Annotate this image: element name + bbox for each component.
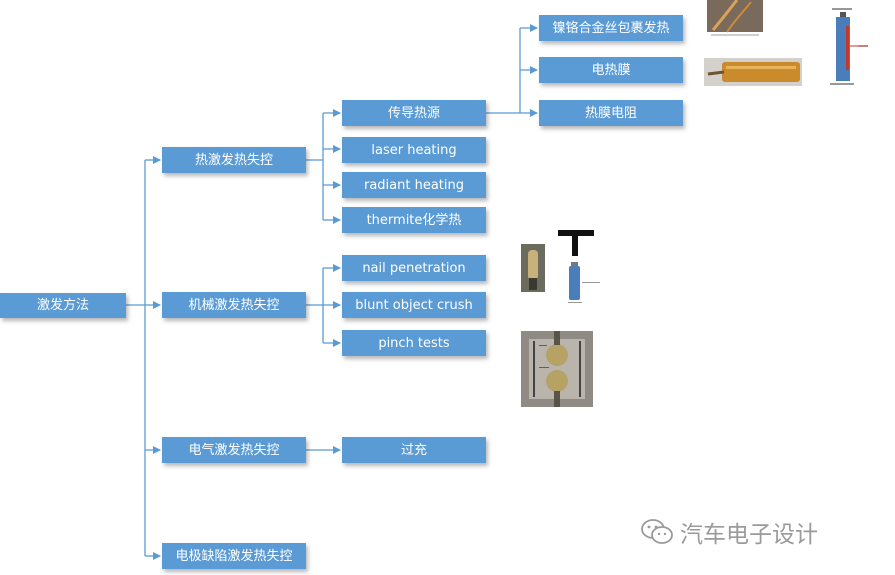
source-film-resistor-label: 热膜电阻	[584, 105, 637, 121]
method-pinch-label: pinch tests	[378, 335, 450, 351]
watermark: 汽车电子设计	[640, 512, 880, 552]
nichrome-wire-photo	[707, 0, 763, 40]
method-blunt-label: blunt object crush	[355, 297, 473, 313]
source-nichrome: 镍铬合金丝包裹发热	[539, 15, 683, 41]
method-thermite: thermite化学热	[342, 207, 486, 233]
method-nail: nail penetration	[342, 255, 486, 281]
method-overcharge: 过充	[342, 437, 486, 463]
category-electrical: 电气激发热失控	[162, 437, 306, 463]
category-mechanical-label: 机械激发热失控	[188, 297, 280, 313]
root-label: 激发方法	[36, 298, 89, 313]
watermark-text: 汽车电子设计	[680, 522, 818, 548]
source-film-resistor: 热膜电阻	[539, 100, 683, 126]
category-electrical-label: 电气激发热失控	[188, 442, 280, 458]
method-laser: laser heating	[342, 137, 486, 163]
method-radiant: radiant heating	[342, 172, 486, 198]
category-electrode: 电极缺陷激发热失控	[162, 543, 306, 569]
cell-heater-schematic	[828, 8, 868, 88]
method-blunt: blunt object crush	[342, 292, 486, 318]
method-radiant-label: radiant heating	[363, 177, 464, 193]
method-conductive: 传导热源	[342, 100, 486, 126]
category-electrode-label: 电极缺陷激发热失控	[175, 548, 293, 564]
method-nail-label: nail penetration	[362, 260, 466, 276]
nail-photo	[521, 244, 545, 292]
method-overcharge-label: 过充	[400, 442, 427, 458]
source-film: 电热膜	[539, 57, 683, 83]
pinch-test-photo	[521, 331, 593, 407]
category-thermal-label: 热激发热失控	[194, 152, 273, 168]
source-nichrome-label: 镍铬合金丝包裹发热	[552, 20, 670, 36]
heating-film-photo	[704, 58, 802, 86]
root-node: 激发方法	[0, 293, 126, 318]
method-thermite-label: thermite化学热	[366, 212, 462, 228]
crush-schematic	[556, 230, 606, 304]
category-thermal: 热激发热失控	[162, 147, 306, 173]
category-mechanical: 机械激发热失控	[162, 292, 306, 318]
source-film-label: 电热膜	[591, 62, 631, 78]
method-pinch: pinch tests	[342, 330, 486, 356]
method-laser-label: laser heating	[371, 142, 457, 158]
method-conductive-label: 传导热源	[387, 105, 440, 121]
wechat-icon	[641, 519, 673, 544]
